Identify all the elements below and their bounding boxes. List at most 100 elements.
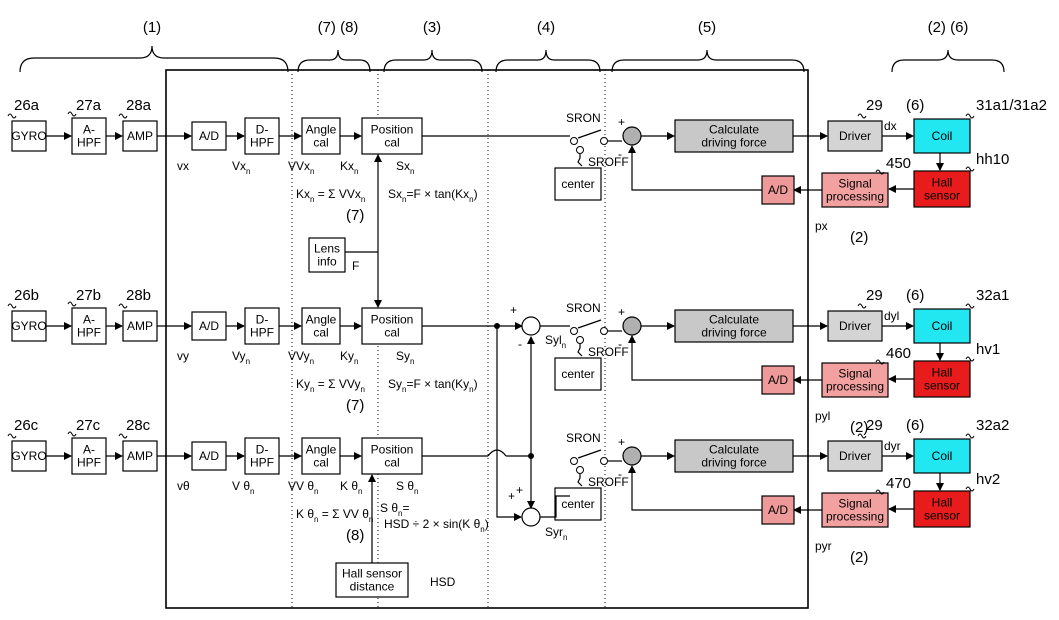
center-block: center	[554, 357, 602, 391]
analog-hpf-block-label-0: A-	[83, 443, 95, 457]
section-marker-2: (2)	[850, 229, 868, 246]
row2-summer	[521, 316, 541, 336]
sum-plus-sign: +	[618, 305, 625, 319]
calc-driving-force-block-rect	[674, 119, 794, 153]
driver-block-label: Driver	[839, 319, 871, 333]
brace-3	[383, 49, 483, 73]
angle-cal-block-label-0: Angle	[306, 443, 337, 457]
brace-7-8	[297, 49, 371, 73]
hsd-label: HSD	[430, 575, 456, 589]
angle-cal-block-label-1: cal	[313, 136, 328, 150]
section-header-4: (4)	[537, 19, 555, 36]
center-block-rect	[554, 357, 602, 391]
coil-block-label: Coil	[932, 129, 953, 143]
signal-ref: 460	[886, 345, 911, 362]
coil-block-label: Coil	[932, 449, 953, 463]
coil-ref: 32a2	[976, 417, 1009, 434]
calc-driving-force-block-label-0: Calculate	[709, 313, 759, 327]
signal-processing-block-rect	[821, 362, 889, 398]
sron-label: SRON	[566, 301, 601, 315]
sum-minus-sign: -	[618, 467, 622, 481]
section-header-1: (1)	[143, 19, 161, 36]
controller-frame	[165, 69, 809, 609]
amp-block-rect	[122, 310, 158, 342]
switch-terminal-right	[600, 137, 608, 145]
gyro-block: GYRO	[11, 440, 47, 472]
section-header-3: (3)	[423, 19, 441, 36]
hall-sensor-distance-block-label-0: Hall sensor	[342, 567, 402, 581]
sum-plus-sign: +	[618, 115, 625, 129]
amp-block-label: AMP	[127, 319, 153, 333]
signal-ref-leader	[875, 489, 885, 495]
sum-junction	[622, 126, 642, 146]
angle-equation: Kyn = Σ VVyn	[296, 377, 365, 394]
position-cal-block-label-0: Position	[371, 313, 414, 327]
signal-v-label: vθ	[177, 479, 190, 493]
driver-block-label: Driver	[839, 449, 871, 463]
angle-cal-block-label-1: cal	[313, 456, 328, 470]
drive-signal-label: dx	[884, 119, 897, 133]
brace-5	[611, 49, 805, 73]
driver-ref: 29	[866, 287, 883, 304]
digital-hpf-block-rect	[244, 117, 280, 155]
hall-sensor-block-rect	[913, 170, 971, 208]
sum-minus-sign: -	[618, 337, 622, 351]
section-marker-6: (6)	[906, 287, 924, 304]
hall-ref-leader	[965, 166, 975, 172]
position-cal-block-label-0: Position	[371, 123, 414, 137]
position-equation: Syn=F × tan(Kyn)	[388, 377, 478, 394]
gyro-block-label: GYRO	[11, 319, 46, 333]
hall-ref: hv2	[976, 471, 1000, 488]
amp-block: AMP	[122, 310, 158, 342]
hpf-ref-leader	[67, 431, 77, 437]
amp-block-label: AMP	[127, 129, 153, 143]
signal-ref-leader	[875, 169, 885, 175]
sum-junction	[622, 316, 642, 336]
feedback-ad-block-label: A/D	[768, 503, 788, 517]
angle-cal-block-rect	[301, 307, 341, 345]
ad-block-rect	[191, 121, 227, 151]
center-block-label: center	[561, 367, 594, 381]
calc-driving-force-block-label-0: Calculate	[709, 123, 759, 137]
digital-hpf-block-label-1: HPF	[250, 326, 274, 340]
calc-driving-force-block-label-1: driving force	[701, 326, 767, 340]
switch-blade	[577, 129, 602, 139]
analog-hpf-block-label-1: HPF	[77, 326, 101, 340]
coil-ref: 32a1	[976, 287, 1009, 304]
feedback-ad-block-label: A/D	[768, 183, 788, 197]
row2-to-row3-summer-arrow	[496, 326, 522, 521]
analog-hpf-block-label-0: A-	[83, 313, 95, 327]
signal-V-label: V θn	[232, 479, 254, 496]
signal-processing-block-label-0: Signal	[838, 177, 871, 191]
focal-length-label: F	[352, 259, 359, 273]
signal-ref-leader	[875, 359, 885, 365]
gyro-ref-leader	[7, 113, 17, 119]
analog-hpf-block: A-HPF	[71, 117, 107, 155]
driver-block: Driver	[827, 440, 883, 472]
coil-block-label: Coil	[932, 319, 953, 333]
gyro-block: GYRO	[11, 120, 47, 152]
row2-summer-minus: -	[518, 337, 522, 351]
digital-hpf-block-label-1: HPF	[250, 136, 274, 150]
position-cal-block-rect	[361, 307, 423, 345]
signal-S-label: Syn	[396, 349, 414, 366]
gyro-block-label: GYRO	[11, 129, 46, 143]
hall-sensor-block-rect	[913, 490, 971, 528]
ad-block: A/D	[191, 441, 227, 471]
hall-sensor-block-label-0: Hall	[932, 366, 953, 380]
gyro-ref-leader	[7, 303, 17, 309]
hall-sensor-block-label-1: sensor	[924, 379, 960, 393]
ad-block-rect	[191, 311, 227, 341]
